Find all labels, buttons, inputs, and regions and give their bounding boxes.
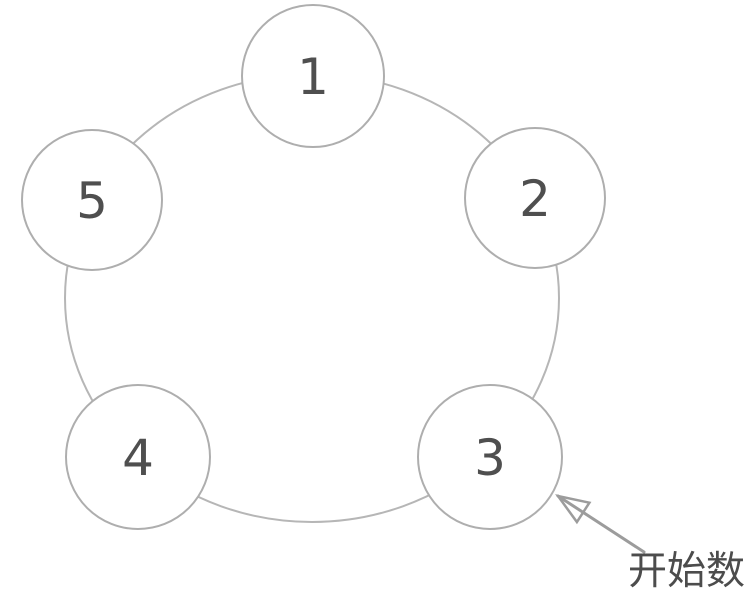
node-circle-2 <box>464 127 606 269</box>
start-arrow-shaft <box>556 494 646 554</box>
node-circle-4 <box>65 384 211 530</box>
node-label-3: 3 <box>474 429 506 487</box>
annotation-label: 开始数 <box>628 549 746 594</box>
node-label-5: 5 <box>76 172 108 230</box>
node-label-2: 2 <box>519 170 551 228</box>
node-label-1: 1 <box>297 48 329 106</box>
node-circle-5 <box>21 129 163 271</box>
node-label-4: 4 <box>122 429 154 487</box>
node-circle-1 <box>241 4 385 148</box>
node-circle-3 <box>417 384 563 530</box>
